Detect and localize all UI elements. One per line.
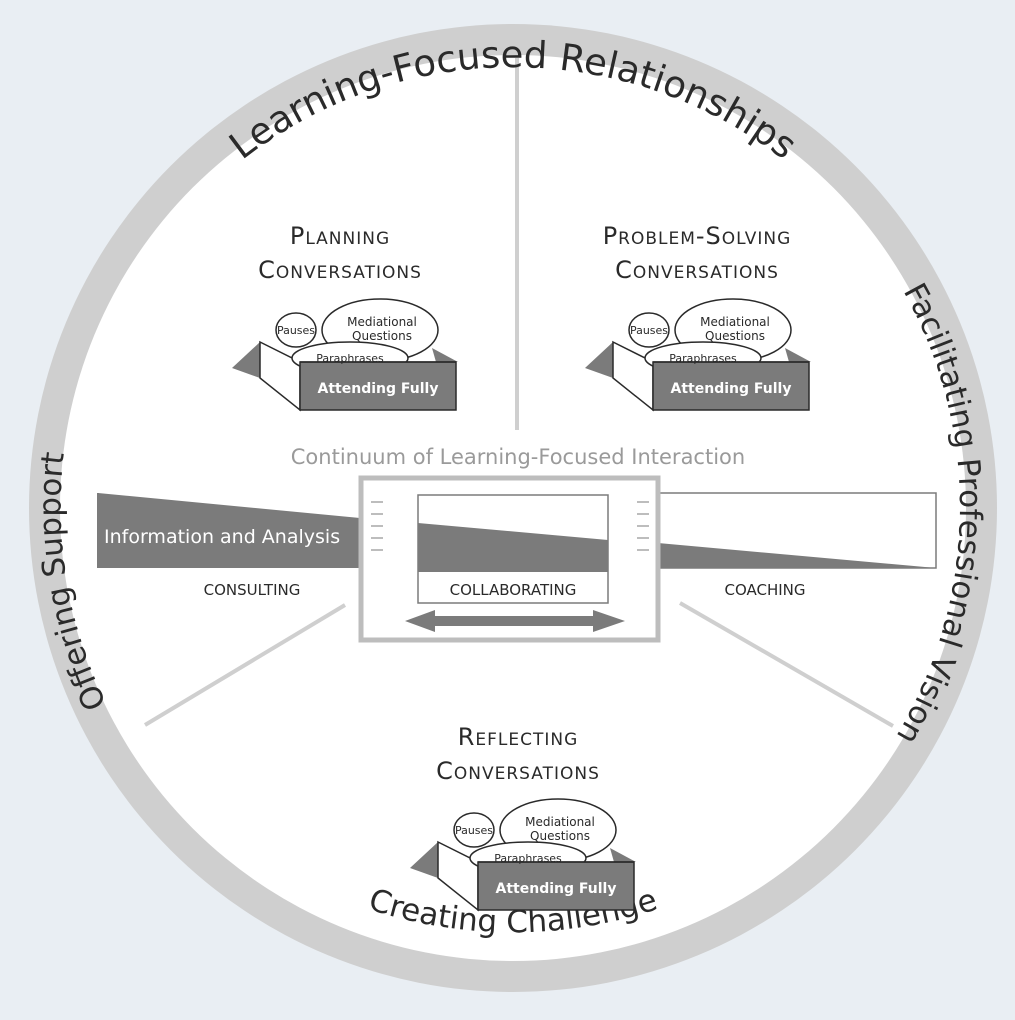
tick-marks-right	[637, 501, 649, 551]
pauses-label: Pauses	[630, 324, 668, 337]
divider-right	[678, 601, 895, 728]
toolbox-right-wing	[432, 348, 458, 362]
divider-left	[143, 603, 347, 727]
info-analysis-label: Information and Analysis	[104, 526, 340, 548]
pauses-label: Pauses	[277, 324, 315, 337]
toolbox-left-wing	[585, 342, 613, 378]
pauses-bubble	[275, 312, 317, 348]
planning-heading-2: Conversations	[258, 256, 422, 284]
mediational-label-1: Mediational	[347, 315, 417, 329]
continuum-title: Continuum of Learning-Focused Interactio…	[291, 445, 745, 469]
attending-box	[652, 361, 810, 411]
toolbox-reflecting: Pauses MediationalQuestionsParaphrasesAtt…	[410, 798, 636, 912]
consulting-label: CONSULTING	[204, 581, 301, 599]
attending-label: Attending Fully	[318, 381, 439, 397]
mediational-label-1: Mediational	[700, 315, 770, 329]
pauses-label: Pauses	[455, 824, 493, 837]
toolbox-right-wing	[610, 848, 636, 862]
coaching-label: COACHING	[724, 581, 805, 599]
paraphrases-label: Paraphrases	[494, 852, 562, 865]
mediational-label-2: Questions	[705, 329, 765, 343]
problem-solving-heading-2: Conversations	[615, 256, 779, 284]
mediational-label-1: Mediational	[525, 815, 595, 829]
reflecting-heading-1: Reflecting	[458, 723, 579, 751]
tick-marks-left	[371, 501, 383, 551]
mediational-label-2: Questions	[352, 329, 412, 343]
toolbox-left-wing	[410, 842, 438, 878]
attending-label: Attending Fully	[671, 381, 792, 397]
left-wedge	[98, 493, 360, 568]
toolbox-left-wing	[232, 342, 260, 378]
attending-box	[477, 861, 635, 911]
double-arrow	[405, 610, 625, 632]
toolbox-right-wing	[785, 348, 811, 362]
planning-heading-1: Planning	[290, 222, 390, 250]
attending-box	[299, 361, 457, 411]
toolbox-problem-solving: Pauses MediationalQuestionsParaphrasesAtt…	[585, 298, 811, 412]
center-wedge	[418, 523, 608, 572]
problem-solving-heading-1: Problem-Solving	[603, 222, 792, 250]
reflecting-heading-2: Conversations	[436, 757, 600, 785]
right-wedge	[658, 543, 936, 568]
paraphrases-label: Paraphrases	[316, 352, 384, 365]
mediational-label-2: Questions	[530, 829, 590, 843]
pauses-bubble	[628, 312, 670, 348]
attending-label: Attending Fully	[496, 881, 617, 897]
toolbox-planning: Pauses MediationalQuestionsParaphrasesAtt…	[232, 298, 458, 412]
paraphrases-label: Paraphrases	[669, 352, 737, 365]
collaborating-label: COLLABORATING	[450, 581, 577, 599]
pauses-bubble	[453, 812, 495, 848]
